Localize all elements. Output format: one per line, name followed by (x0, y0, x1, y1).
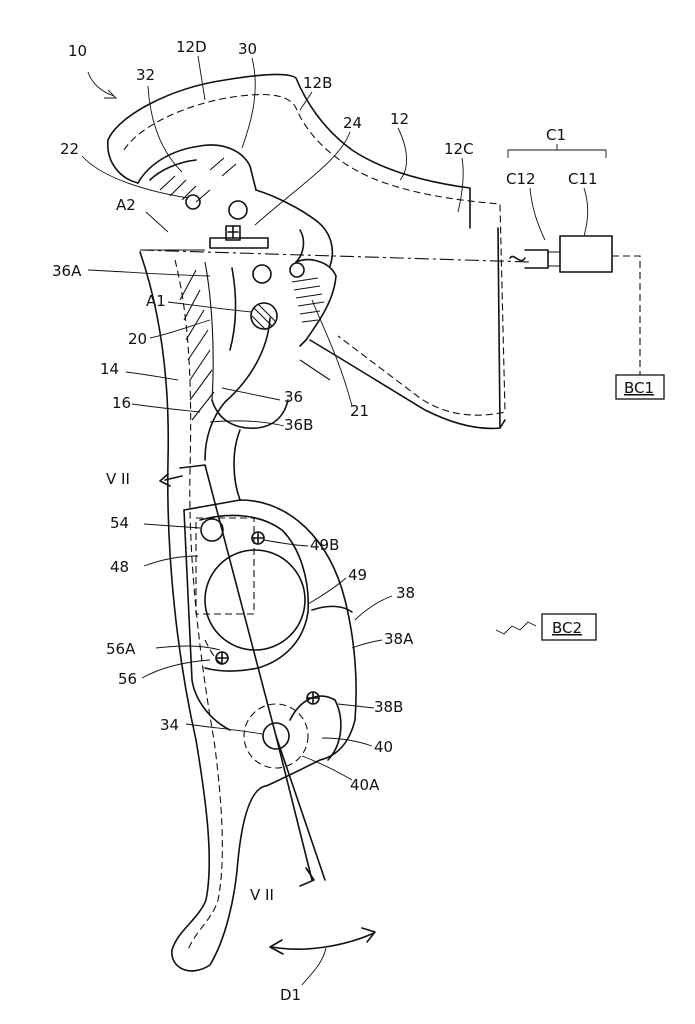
label-40: 40 (374, 738, 393, 756)
label-49B: 49B (310, 536, 339, 554)
leader-lines (81, 55, 607, 781)
label-56: 56 (118, 670, 137, 688)
label-C1: C1 (546, 126, 566, 144)
label-22: 22 (60, 140, 79, 158)
control-cable (509, 235, 641, 375)
reference-labels: 10 12D 30 12B 32 24 12 12C C1 C12 C11 22… (52, 38, 598, 1004)
label-A1: A1 (146, 292, 166, 310)
label-56A: 56A (106, 640, 136, 658)
label-32: 32 (136, 66, 155, 84)
shift-lever (183, 399, 357, 787)
bc2-box (541, 613, 597, 641)
bc1-label: BC1 (624, 379, 654, 397)
label-54: 54 (110, 514, 129, 532)
label-34: 34 (160, 716, 179, 734)
lever-head-mechanism (137, 144, 531, 347)
label-12C: 12C (444, 140, 474, 158)
label-36A: 36A (52, 262, 82, 280)
label-48: 48 (110, 558, 129, 576)
section-arrows (159, 473, 315, 887)
label-20: 20 (128, 330, 147, 348)
label-36B: 36B (284, 416, 313, 434)
label-36: 36 (284, 388, 303, 406)
label-38A: 38A (384, 630, 414, 648)
bracket-body (107, 73, 506, 430)
label-38: 38 (396, 584, 415, 602)
label-C12: C12 (506, 170, 536, 188)
label-VII-top: V II (106, 470, 130, 488)
label-30: 30 (238, 40, 257, 58)
bc2-label: BC2 (552, 619, 582, 637)
label-VII-bottom: V II (250, 886, 274, 904)
label-14: 14 (100, 360, 119, 378)
label-12D: 12D (176, 38, 207, 56)
bc1-box (615, 374, 665, 400)
label-49: 49 (348, 566, 367, 584)
controller-boxes: BC1 BC2 (541, 374, 665, 641)
label-10: 10 (68, 42, 87, 60)
label-16: 16 (112, 394, 131, 412)
brake-lever (139, 251, 271, 972)
label-C11: C11 (568, 170, 598, 188)
direction-arrow (269, 927, 376, 986)
label-21: 21 (350, 402, 369, 420)
label-12: 12 (390, 110, 409, 128)
label-24: 24 (343, 114, 362, 132)
label-38B: 38B (374, 698, 403, 716)
label-12B: 12B (303, 74, 332, 92)
label-A2: A2 (116, 196, 136, 214)
inner-components (179, 464, 326, 881)
label-D1: D1 (280, 986, 301, 1004)
label-40A: 40A (350, 776, 380, 794)
